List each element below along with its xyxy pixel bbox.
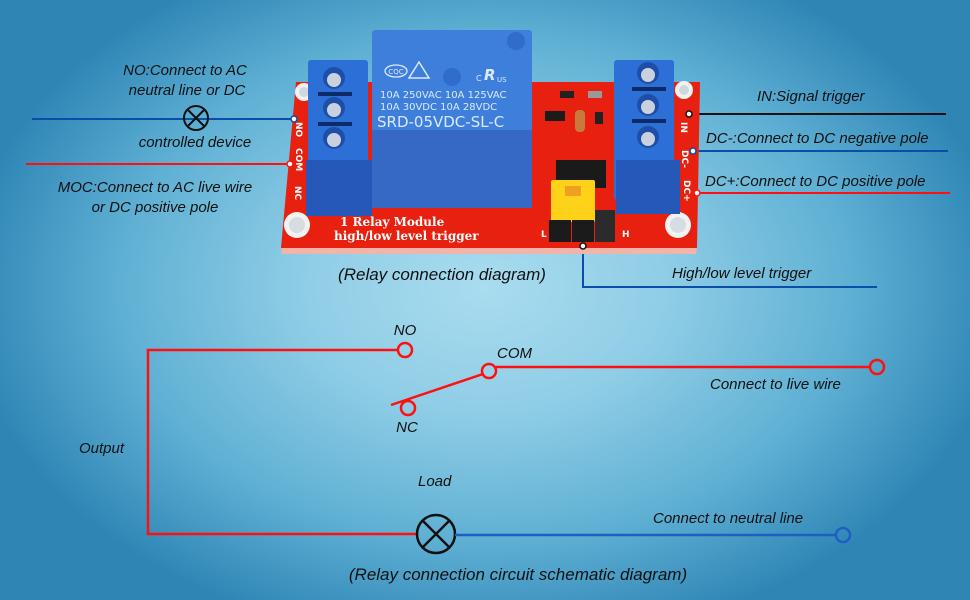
c-mark: C (476, 74, 482, 83)
relay-rating-line1: 10A 250VAC 10A 125VAC (380, 90, 507, 101)
live-wire-label: Connect to live wire (710, 376, 841, 393)
device-lamp-cross-b (186, 108, 206, 128)
no-pin-dot (290, 115, 298, 123)
controlled-device-label: controlled device (138, 134, 252, 151)
switch-arm (390, 372, 484, 407)
pin-label-nc: NC (292, 186, 302, 201)
module-diagram-caption: (Relay connection diagram) (338, 265, 546, 284)
schematic-no-label: NO (393, 322, 417, 339)
trigger-pin-dot (579, 242, 587, 250)
com-pin-dot (286, 160, 294, 168)
pin-label-no: NO (293, 122, 303, 138)
schematic-caption: (Relay connection circuit schematic diag… (348, 565, 688, 584)
device-lamp-icon (183, 105, 209, 131)
relay-component: CQC C R US 10A 250VAC 10A 125VAC 10A 30V… (372, 30, 532, 208)
board-title: 1 Relay Module (340, 215, 445, 229)
output-terminal-block (306, 60, 372, 216)
trigger-jumper: L H (541, 180, 630, 242)
output-loop-wire (146, 348, 416, 536)
pin-label-com: COM (293, 148, 303, 171)
cqc-mark: CQC (388, 68, 403, 76)
no-annotation-line1: NO:Connect to AC (123, 62, 247, 79)
live-terminal (868, 358, 886, 376)
dc-minus-pin-dot (689, 147, 697, 155)
input-terminal-block (614, 60, 680, 214)
output-label: Output (79, 440, 125, 457)
schematic-com-label: COM (497, 345, 532, 362)
moc-annotation-line1: MOC:Connect to AC live wire (57, 179, 253, 196)
pin-label-dc-minus: DC- (679, 150, 689, 168)
schematic-nc-label: NC (396, 419, 418, 436)
relay-module: CQC C R US 10A 250VAC 10A 125VAC 10A 30V… (281, 30, 700, 254)
pin-label-dc-plus: DC+ (681, 180, 691, 202)
jumper-l-label: L (541, 230, 547, 240)
dc-plus-annotation: DC+:Connect to DC positive pole (705, 173, 926, 190)
nc-terminal (399, 399, 417, 417)
relay-model: SRD-05VDC-SL-C (377, 113, 504, 131)
jumper-h-label: H (622, 230, 630, 240)
schematic-circuit (146, 341, 886, 555)
neutral-terminal (834, 526, 852, 544)
svg-text:R: R (484, 66, 496, 84)
moc-annotation-line2: or DC positive pole (91, 199, 219, 216)
com-terminal (480, 362, 498, 380)
no-terminal (396, 341, 414, 359)
trigger-annotation: High/low level trigger (672, 265, 812, 282)
dc-minus-annotation: DC-:Connect to DC negative pole (706, 130, 929, 147)
in-pin-dot (685, 110, 693, 118)
trigger-wire (582, 248, 877, 288)
relay-rating-line2: 10A 30VDC 10A 28VDC (380, 102, 497, 113)
pin-label-in: IN (678, 122, 688, 133)
in-annotation: IN:Signal trigger (757, 88, 865, 105)
us-mark: US (497, 76, 507, 84)
board-subtitle: high/low level trigger (334, 229, 479, 243)
load-label: Load (418, 473, 452, 490)
dc-plus-pin-dot (693, 189, 701, 197)
no-annotation-line2: neutral line or DC (128, 82, 246, 99)
neutral-line-label: Connect to neutral line (653, 510, 804, 527)
